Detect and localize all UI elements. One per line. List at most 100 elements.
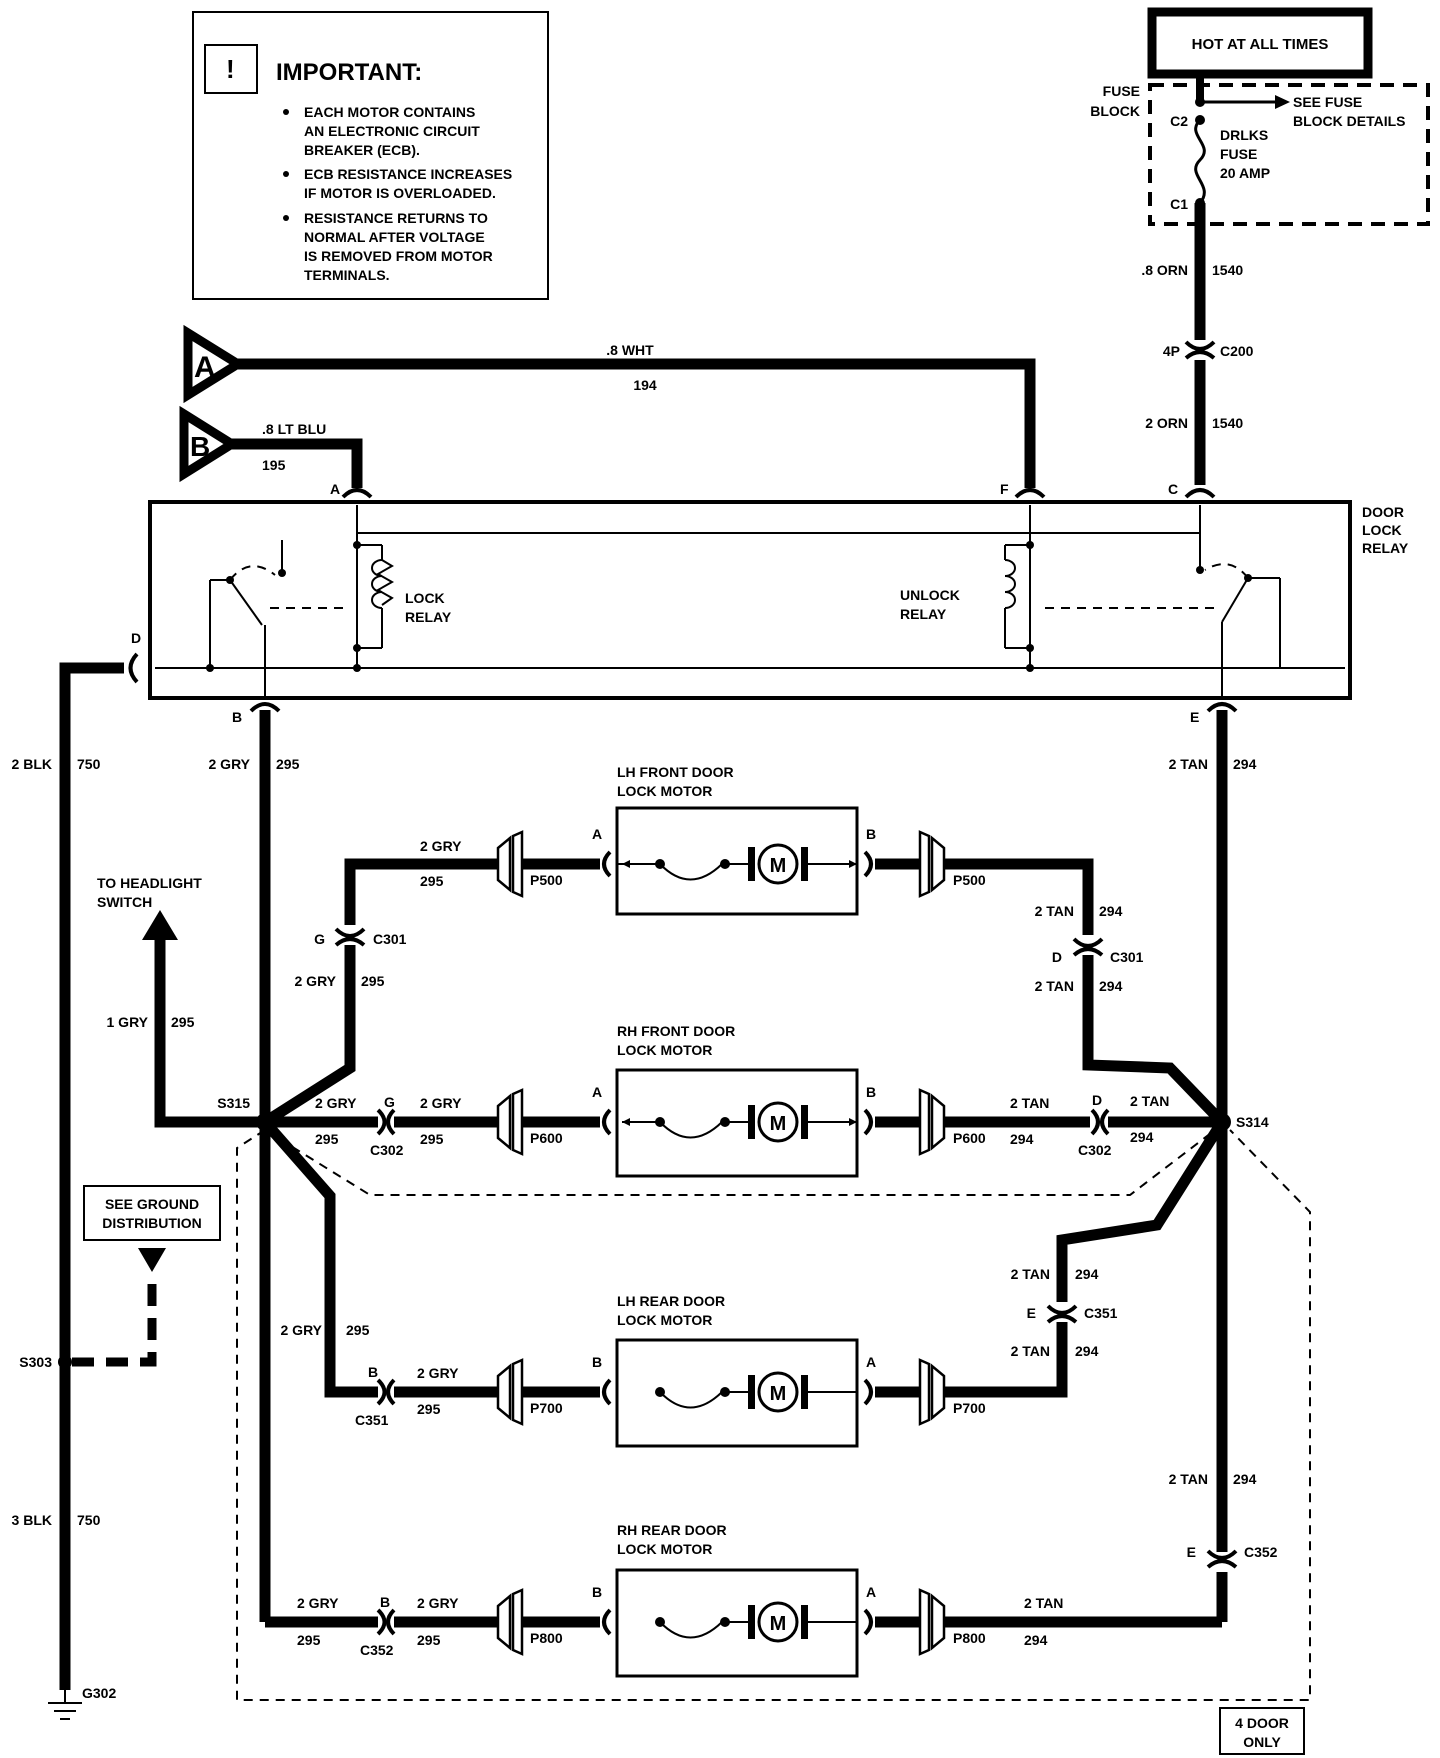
svg-text:F: F <box>1000 481 1009 497</box>
svg-text:295: 295 <box>361 973 385 989</box>
svg-text:C351: C351 <box>1084 1305 1118 1321</box>
svg-text:P700: P700 <box>530 1400 563 1416</box>
svg-text:C352: C352 <box>360 1642 394 1658</box>
motor-icon <box>757 1601 799 1643</box>
svg-text:B: B <box>368 1364 378 1380</box>
lh-rear-door-lock-motor: LH REAR DOOR LOCK MOTOR 2 GRY 295 B C351… <box>260 1118 1227 1448</box>
svg-text:LH REAR DOOR: LH REAR DOOR <box>617 1293 725 1309</box>
svg-text:2 GRY: 2 GRY <box>420 838 462 854</box>
svg-text:2 TAN: 2 TAN <box>1035 903 1074 919</box>
svg-text:C302: C302 <box>1078 1142 1112 1158</box>
rh-front-door-lock-motor: RH FRONT DOOR LOCK MOTOR 2 GRY 295 G C30… <box>265 1023 1222 1178</box>
svg-text:P700: P700 <box>953 1400 986 1416</box>
svg-text:SEE GROUND: SEE GROUND <box>105 1196 199 1212</box>
svg-text:A: A <box>592 1084 602 1100</box>
svg-text:C351: C351 <box>355 1412 389 1428</box>
right-trunk-294: 2 TAN 294 S314 2 TAN 294 E C352 <box>1169 710 1278 1622</box>
door-lock-relay: DOOR LOCK RELAY A F C LOCK RELAY <box>128 481 1409 725</box>
svg-text:ECB RESISTANCE INCREASES: ECB RESISTANCE INCREASES <box>304 166 512 182</box>
svg-text:S315: S315 <box>217 1095 250 1111</box>
svg-text:D: D <box>131 630 141 646</box>
svg-text:G: G <box>384 1094 395 1110</box>
svg-text:C301: C301 <box>1110 949 1144 965</box>
svg-text:295: 295 <box>346 1322 370 1338</box>
motor-icon <box>757 1371 799 1413</box>
svg-text:B: B <box>866 1084 876 1100</box>
svg-text:3 BLK: 3 BLK <box>12 1512 52 1528</box>
svg-text:M: M <box>770 1613 787 1635</box>
svg-text:295: 295 <box>420 1131 444 1147</box>
svg-text:4 DOOR: 4 DOOR <box>1235 1715 1289 1731</box>
svg-text:2 GRY: 2 GRY <box>315 1095 357 1111</box>
svg-text:UNLOCK: UNLOCK <box>900 587 960 603</box>
svg-text:.8 LT BLU: .8 LT BLU <box>262 421 326 437</box>
motor-icon <box>757 843 799 885</box>
svg-text:2 GRY: 2 GRY <box>281 1322 323 1338</box>
svg-text:LOCK MOTOR: LOCK MOTOR <box>617 1541 712 1557</box>
svg-text:IF MOTOR IS OVERLOADED.: IF MOTOR IS OVERLOADED. <box>304 185 496 201</box>
svg-text:ONLY: ONLY <box>1243 1734 1281 1750</box>
svg-text:B: B <box>380 1594 390 1610</box>
svg-text:BLOCK: BLOCK <box>1090 103 1140 119</box>
svg-text:IS REMOVED FROM MOTOR: IS REMOVED FROM MOTOR <box>304 248 493 264</box>
svg-text:SWITCH: SWITCH <box>97 894 152 910</box>
svg-text:.8 ORN: .8 ORN <box>1141 262 1188 278</box>
svg-text:294: 294 <box>1130 1129 1154 1145</box>
svg-text:RH FRONT DOOR: RH FRONT DOOR <box>617 1023 735 1039</box>
svg-text:195: 195 <box>262 457 286 473</box>
svg-text:AN ELECTRONIC CIRCUIT: AN ELECTRONIC CIRCUIT <box>304 123 480 139</box>
svg-text:1540: 1540 <box>1212 415 1243 431</box>
svg-text:P800: P800 <box>530 1630 563 1646</box>
warning-icon <box>204 44 258 94</box>
svg-text:TERMINALS.: TERMINALS. <box>304 267 390 283</box>
svg-text:2 GRY: 2 GRY <box>417 1595 459 1611</box>
svg-text:P600: P600 <box>530 1130 563 1146</box>
svg-text:LH FRONT DOOR: LH FRONT DOOR <box>617 764 734 780</box>
svg-text:A: A <box>866 1584 876 1600</box>
svg-text:C: C <box>1168 481 1178 497</box>
svg-text:2 TAN: 2 TAN <box>1130 1093 1169 1109</box>
svg-text:B: B <box>190 431 210 462</box>
svg-text:M: M <box>770 855 787 877</box>
svg-text:E: E <box>1190 709 1199 725</box>
svg-text:LOCK MOTOR: LOCK MOTOR <box>617 1312 712 1328</box>
svg-text:A: A <box>330 481 340 497</box>
lh-front-door-lock-motor: LH FRONT DOOR LOCK MOTOR G C301 2 GRY 29… <box>262 764 1226 1127</box>
svg-text:2 TAN: 2 TAN <box>1169 756 1208 772</box>
arrow-right-icon <box>1275 95 1290 109</box>
svg-text:DOOR: DOOR <box>1362 504 1404 520</box>
svg-text:BLOCK DETAILS: BLOCK DETAILS <box>1293 113 1406 129</box>
svg-text:RELAY: RELAY <box>900 606 947 622</box>
svg-text:2 GRY: 2 GRY <box>417 1365 459 1381</box>
svg-text:295: 295 <box>420 873 444 889</box>
svg-text:C352: C352 <box>1244 1544 1278 1560</box>
svg-text:B: B <box>866 826 876 842</box>
svg-text:C1: C1 <box>1170 196 1188 212</box>
svg-text:B: B <box>592 1354 602 1370</box>
svg-text:A: A <box>194 351 216 384</box>
svg-text:LOCK: LOCK <box>1362 522 1402 538</box>
lock-relay-coil <box>371 559 383 609</box>
svg-text:2 TAN: 2 TAN <box>1035 978 1074 994</box>
left-trunk-295: 2 GRY 295 TO HEADLIGHT SWITCH 1 GRY 295 … <box>97 710 300 1622</box>
svg-text:RESISTANCE RETURNS TO: RESISTANCE RETURNS TO <box>304 210 488 226</box>
svg-text:295: 295 <box>315 1131 339 1147</box>
svg-text:A: A <box>592 826 602 842</box>
svg-text:4P: 4P <box>1163 343 1180 359</box>
svg-text:295: 295 <box>297 1632 321 1648</box>
svg-text:S303: S303 <box>19 1354 52 1370</box>
svg-text:E: E <box>1187 1544 1196 1560</box>
svg-text:2 TAN: 2 TAN <box>1011 1266 1050 1282</box>
svg-text:294: 294 <box>1024 1632 1048 1648</box>
svg-text:EACH MOTOR CONTAINS: EACH MOTOR CONTAINS <box>304 104 475 120</box>
svg-text:295: 295 <box>276 756 300 772</box>
svg-text:TO HEADLIGHT: TO HEADLIGHT <box>97 875 202 891</box>
svg-text:C302: C302 <box>370 1142 404 1158</box>
svg-text:P500: P500 <box>530 872 563 888</box>
rh-rear-door-lock-motor: RH REAR DOOR LOCK MOTOR 2 GRY 295 B C352… <box>265 1522 1222 1678</box>
svg-text:2 ORN: 2 ORN <box>1145 415 1188 431</box>
svg-text:M: M <box>770 1113 787 1135</box>
svg-text:HOT AT ALL TIMES: HOT AT ALL TIMES <box>1192 36 1329 53</box>
svg-text:P500: P500 <box>953 872 986 888</box>
svg-text:1 GRY: 1 GRY <box>107 1014 149 1030</box>
